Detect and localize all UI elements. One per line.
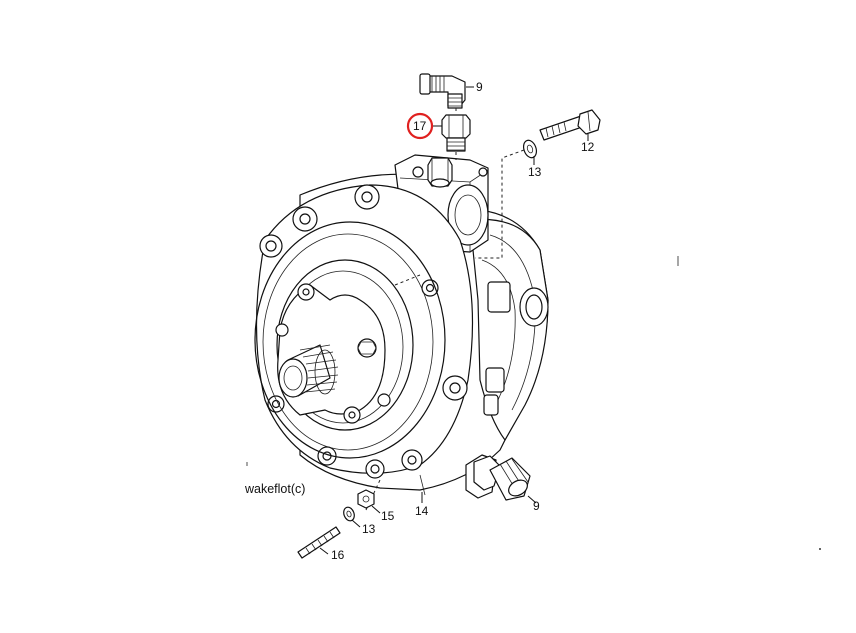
part-13-top-washer[interactable] [521,138,538,159]
callout-part-12: 12 [581,140,595,154]
part-16-stud[interactable] [297,526,341,559]
pump-housing[interactable] [254,154,549,499]
diagram-caption: wakeflot(c) [244,482,305,496]
callout-part-15: 15 [381,509,395,523]
scan-dot [819,548,821,550]
callout-part-17: 17 [413,119,427,133]
callout-part-13-bottom: 13 [362,522,376,536]
highlight-ring-part-17 [406,112,434,140]
part-9-top-elbow-fitting[interactable] [419,73,466,109]
callout-part-16: 16 [331,548,345,562]
part-12-bolt[interactable] [539,109,601,141]
part-17-adapter-fitting[interactable] [441,114,471,152]
callout-part-9-top: 9 [476,80,483,94]
part-15-nut[interactable] [357,489,375,509]
callout-part-13-top: 13 [528,165,542,179]
part-13-bottom-washer[interactable] [342,506,356,523]
assembly-line-bolt [475,149,525,259]
callout-part-9-bottom: 9 [533,499,540,513]
callout-part-14: 14 [415,504,429,518]
assembly-line-flange [394,274,421,286]
part-9-bottom-elbow-fitting[interactable] [473,455,531,501]
